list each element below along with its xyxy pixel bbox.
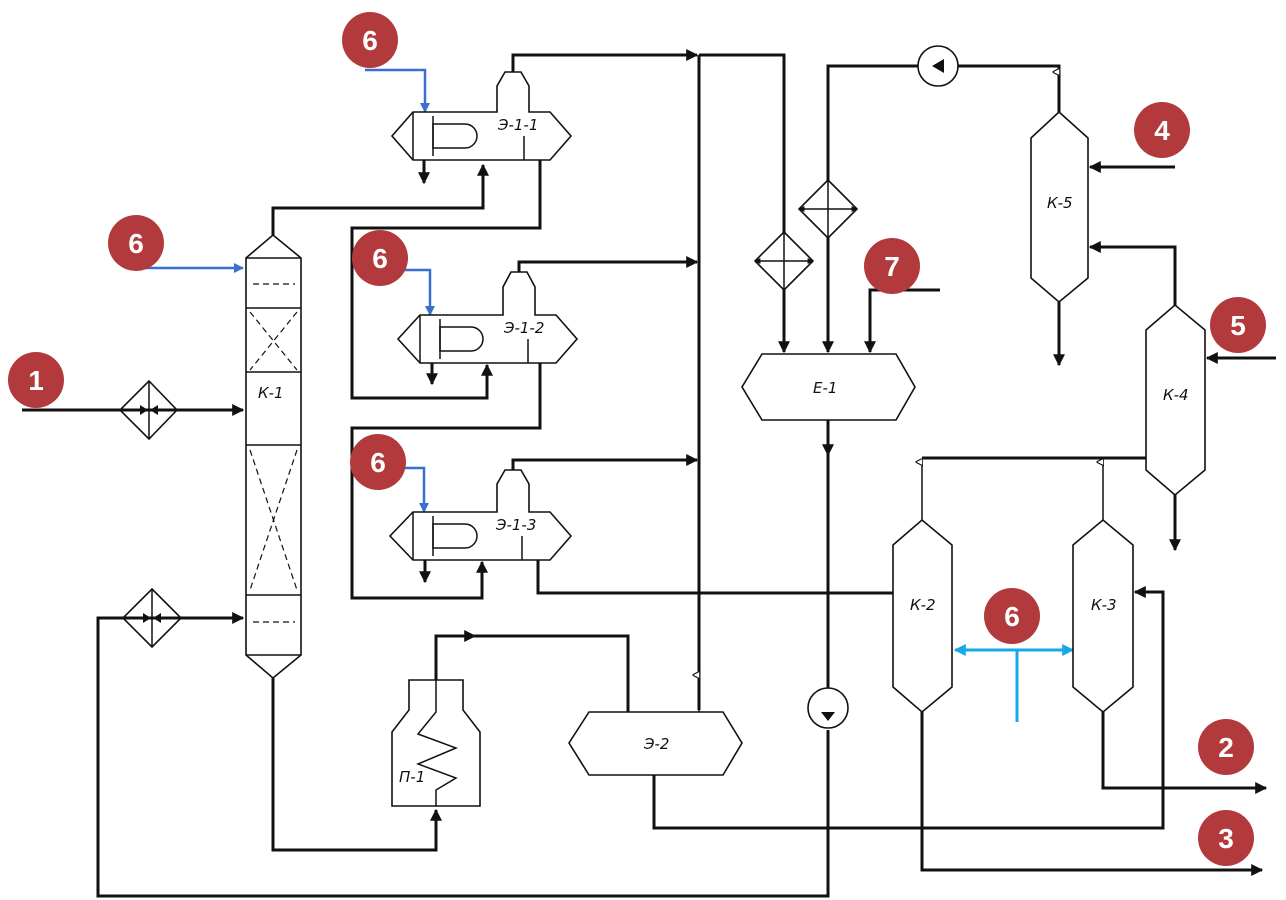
svg-text:1: 1 (28, 365, 44, 396)
svg-text:5: 5 (1230, 310, 1246, 341)
svg-text:6: 6 (370, 447, 386, 478)
e11-to-e12-line (350, 160, 542, 400)
e13-top-line (511, 454, 699, 470)
badge-6: 6 (352, 230, 408, 286)
e1-label: Е-1 (813, 379, 837, 397)
k3-label: К-3 (1091, 596, 1117, 614)
e11-label: Э-1-1 (497, 116, 538, 134)
e12-to-e13-line (350, 363, 542, 600)
p1-label: П-1 (399, 768, 425, 786)
badge-2: 2 (1198, 719, 1254, 775)
column-k5[interactable]: К-5 (1030, 110, 1089, 304)
pump-to-e1-line (822, 64, 918, 354)
furnace-p-1[interactable]: П-1 (391, 679, 481, 807)
svg-text:2: 2 (1218, 732, 1234, 763)
k4-label: К-4 (1163, 386, 1189, 404)
e2-label: Э-2 (643, 735, 669, 753)
k5-overhead-line (958, 64, 1061, 112)
e13-to-k2-line (536, 560, 895, 595)
svg-text:6: 6 (1004, 601, 1020, 632)
svg-text:7: 7 (884, 251, 900, 282)
e11-top-line (511, 49, 699, 72)
stream-badges: 1 6 6 6 6 6 7 4 (8, 12, 1266, 866)
header-to-e1-line (699, 53, 790, 354)
badge-1: 1 (8, 352, 64, 408)
heat-exchanger-icon[interactable] (797, 178, 859, 240)
badge-6: 6 (342, 12, 398, 68)
k4-to-k5-line (1088, 241, 1177, 305)
extractor-e-1-2[interactable]: Э-1-2 (396, 271, 579, 364)
badge-6: 6 (108, 215, 164, 271)
svg-text:6: 6 (362, 25, 378, 56)
column-k4[interactable]: К-4 (1145, 303, 1206, 497)
furnace-outlet-line (434, 634, 630, 712)
e13-label: Э-1-3 (495, 516, 536, 534)
product-3-line (920, 712, 1264, 876)
k2-label: К-2 (910, 596, 936, 614)
e12-top-line (517, 256, 699, 272)
badge-5: 5 (1210, 297, 1266, 353)
svg-text:4: 4 (1154, 115, 1170, 146)
badge-6: 6 (350, 434, 406, 490)
e2-to-k3-line (652, 586, 1165, 830)
extractor-e-1-1[interactable]: Э-1-1 (390, 71, 573, 161)
badge-4: 4 (1134, 102, 1190, 158)
column-k1[interactable]: К-1 (245, 233, 302, 680)
pump-icon[interactable] (917, 45, 959, 87)
extractor-e-1-3[interactable]: Э-1-3 (388, 469, 573, 561)
heat-exchanger-icon[interactable] (121, 587, 183, 649)
heat-exchanger-icon[interactable] (118, 379, 179, 441)
pump-icon[interactable] (807, 687, 849, 729)
k1-bottom-line (271, 678, 442, 852)
vessel-e-1[interactable]: Е-1 (741, 353, 916, 421)
e12-label: Э-1-2 (503, 319, 544, 337)
svg-text:6: 6 (372, 243, 388, 274)
badge-6: 6 (984, 588, 1040, 644)
heat-exchanger-icon[interactable] (753, 230, 815, 292)
badge-3: 3 (1198, 810, 1254, 866)
k5-label: К-5 (1047, 194, 1073, 212)
product-2-line (1101, 710, 1268, 794)
svg-text:3: 3 (1218, 823, 1234, 854)
badge-7: 7 (864, 238, 920, 294)
stream-7-line (864, 288, 940, 354)
column-k2[interactable]: К-2 (892, 518, 953, 714)
column-k3[interactable]: К-3 (1072, 518, 1134, 714)
k1-label: К-1 (258, 384, 284, 402)
solvent-line-e11 (365, 68, 430, 113)
vessel-e-2[interactable]: Э-2 (568, 711, 743, 776)
k1-overhead-line (271, 163, 489, 235)
svg-text:6: 6 (128, 228, 144, 259)
